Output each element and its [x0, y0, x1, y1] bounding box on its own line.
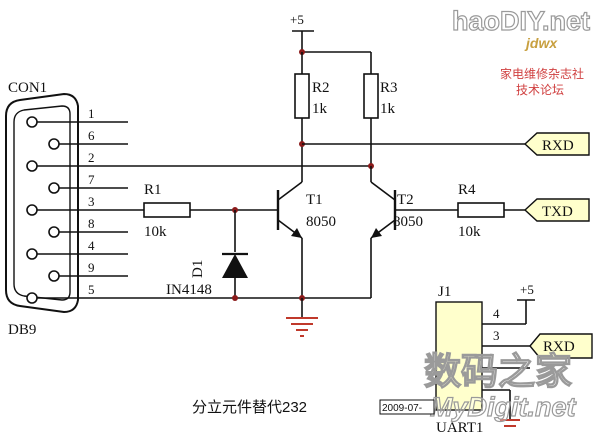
d1-part: IN4148 [166, 282, 212, 298]
haodiy-watermark: haoDIY.net jdwx 家电维修杂志社 技术论坛 [451, 5, 590, 97]
r2-name: R2 [312, 80, 330, 96]
brand-watermark: haoDIY.net [452, 6, 590, 36]
r1-body [143, 202, 191, 218]
diagram-caption: 分立元件替代232 [192, 399, 307, 416]
resistor-r4: R4 10k [457, 182, 525, 240]
t2-part: 8050 [393, 214, 423, 230]
supply-top: +5 [290, 12, 371, 55]
magazine-watermark: 家电维修杂志社 [500, 66, 584, 81]
r3-body [363, 73, 379, 119]
connector-pin-number: 5 [88, 282, 95, 297]
connector-pin-number: 2 [88, 150, 95, 165]
supply-label: +5 [290, 12, 304, 27]
rxd-port-label: RXD [542, 138, 574, 154]
connector-pin-contact [48, 270, 60, 282]
connector-pin-number: 4 [88, 238, 95, 253]
r2-value: 1k [312, 101, 328, 117]
txd-port-label: TXD [542, 204, 573, 220]
connector-pin-number: 8 [88, 216, 95, 231]
connector-inner-shell [13, 105, 71, 301]
mydigit-cn-watermark: 数码之家 [424, 351, 572, 392]
connector-type: DB9 [8, 322, 36, 338]
transistor-t2: T2 8050 [370, 166, 458, 298]
t2-name: T2 [397, 192, 414, 208]
t1-collector-leg [277, 181, 303, 201]
transistor-t1: T1 8050 [276, 141, 336, 301]
rxd-port-shape [523, 132, 590, 156]
connector-pin-number: 9 [88, 260, 95, 275]
j1-rxd-label: RXD [543, 339, 575, 355]
j1-body [435, 301, 483, 411]
resistor-r2: R2 1k [294, 52, 330, 144]
d1-triangle [222, 254, 248, 278]
t1-emitter-arrow [291, 228, 302, 238]
t1-part: 8050 [306, 214, 336, 230]
r1-name: R1 [144, 182, 162, 198]
txd-port: TXD [523, 198, 590, 222]
j1-pin-4: 4 [493, 306, 500, 321]
r2-body [294, 73, 310, 119]
connector-pin-contact [26, 292, 38, 304]
connector-name: CON1 [8, 80, 47, 96]
connector-pins: 1 6 2 7 3 8 4 9 5 [26, 106, 128, 304]
mydigit-watermark: 数码之家 MyDigit.net 2009-07- [379, 350, 577, 423]
connector-shell [5, 92, 79, 314]
connector-pin-contact [26, 204, 38, 216]
header-j1: J1 +5 4 3 RXD UART1 [435, 282, 593, 436]
r1-value: 10k [144, 224, 167, 240]
j1-label: UART1 [436, 420, 483, 436]
txd-port-shape [523, 198, 590, 222]
forum-watermark: 技术论坛 [516, 83, 564, 97]
j1-name: J1 [438, 284, 451, 300]
resistor-r1: R1 10k [143, 182, 278, 240]
mydigit-en-watermark: MyDigit.net [430, 392, 577, 422]
j1-supply-label: +5 [520, 282, 534, 297]
r3-name: R3 [380, 80, 398, 96]
junction-dot [232, 295, 238, 301]
connector-pin-contact [26, 160, 38, 172]
t2-emitter-arrow [371, 228, 382, 238]
t2-collector-leg [370, 181, 396, 201]
resistor-r3: R3 1k [363, 52, 398, 166]
timestamp-stamp-box [379, 399, 435, 415]
r4-name: R4 [458, 182, 476, 198]
r4-body [457, 202, 505, 218]
j1-rxd-port-shape [529, 333, 593, 359]
connector-pin-number: 1 [88, 106, 95, 121]
t1-name: T1 [306, 192, 323, 208]
connector-pin-contact [48, 182, 60, 194]
rxd-port: RXD [302, 132, 590, 156]
connector-pin-number: 6 [88, 128, 95, 143]
diode-d1: D1 IN4148 [166, 210, 248, 301]
connector-pin-contact [26, 116, 38, 128]
d1-name: D1 [190, 260, 206, 278]
r3-value: 1k [380, 101, 396, 117]
connector-pin-number: 7 [88, 172, 95, 187]
r4-value: 10k [458, 224, 481, 240]
connector-pin-contact [48, 138, 60, 150]
connector-pin-number: 3 [88, 194, 95, 209]
db9-connector: CON1 DB9 1 6 2 7 3 8 4 9 5 [5, 80, 128, 338]
connector-wires [64, 163, 374, 299]
connector-pin-contact [48, 226, 60, 238]
jdwx-logo-text: jdwx [524, 35, 558, 51]
connector-pin-contact [26, 248, 38, 260]
ground-symbol [286, 298, 318, 337]
j1-pin-3: 3 [493, 328, 500, 343]
timestamp-stamp: 2009-07- [382, 403, 422, 414]
